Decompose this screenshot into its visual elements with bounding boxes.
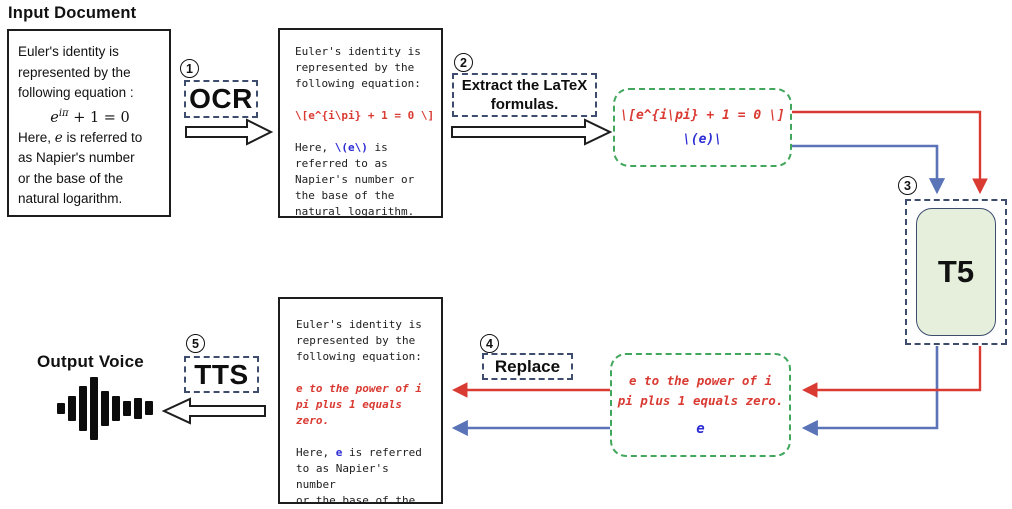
doc-line: following equation: xyxy=(295,77,421,90)
euler-equation: eiπ + 1 = 0 xyxy=(50,107,130,126)
doc-line: as Napier's number xyxy=(18,150,135,166)
step-number-1: 1 xyxy=(180,59,199,78)
doc-line: Euler's identity is xyxy=(296,318,422,331)
doc-line: Euler's identity is xyxy=(295,45,421,58)
ocr-step-box: OCR xyxy=(184,80,258,118)
verbalized-inline-e: e xyxy=(696,421,705,437)
doc-line: represented by the xyxy=(18,64,131,80)
replace-step-box: Replace xyxy=(482,353,573,380)
red-line-from-t5 xyxy=(801,346,982,398)
step-number-5: 5 xyxy=(186,334,205,353)
doc-line: or the base of the xyxy=(18,170,124,186)
step-number-3: 3 xyxy=(898,176,917,195)
blue-line-from-t5 xyxy=(801,346,939,437)
inline-e: e xyxy=(335,446,343,459)
extract-step-box: Extract the LaTeX formulas. xyxy=(452,73,597,117)
doc-line: natural logarithm. xyxy=(18,191,123,207)
doc-line: the base of the xyxy=(295,189,395,202)
verbalized-formula-line: e to the power of i xyxy=(296,382,422,395)
doc-line: to as Napier's number xyxy=(296,462,389,491)
doc-line: Here, e is referred xyxy=(296,446,422,459)
ocr-flow-arrow-icon xyxy=(185,118,274,146)
doc-line: represented by the xyxy=(296,334,416,347)
latex-inline-formula: \(e)\ xyxy=(682,132,723,147)
red-line-to-t5 xyxy=(791,110,988,195)
latex-display-formula: \[e^{i\pi} + 1 = 0 \] xyxy=(295,109,435,122)
verbalized-formula-line: pi plus 1 equals zero. xyxy=(617,393,784,408)
tts-flow-arrow-icon xyxy=(161,397,266,425)
doc-line: represented by the xyxy=(295,61,415,74)
extracted-latex-box: \[e^{i\pi} + 1 = 0 \] \(e)\ xyxy=(613,88,792,167)
doc-line: Here, \(e\) is xyxy=(295,141,388,154)
doc-line: or the base of the xyxy=(296,494,416,507)
verbalized-formula-line: pi plus 1 equals zero. xyxy=(296,398,402,427)
input-document-box: Euler's identity is represented by the f… xyxy=(7,29,171,217)
waveform-icon xyxy=(57,375,153,441)
output-voice-title: Output Voice xyxy=(37,352,144,371)
doc-line: following equation: xyxy=(296,350,422,363)
doc-line: referred to as xyxy=(295,157,388,170)
tts-step-box: TTS xyxy=(184,356,259,393)
step-number-4: 4 xyxy=(480,334,499,353)
latex-inline-formula: \(e\) xyxy=(334,141,368,154)
t5-step-box: T5 xyxy=(905,199,1007,345)
latex-display-formula: \[e^{i\pi} + 1 = 0 \] xyxy=(620,108,785,123)
verbalized-formula-line: e to the power of i xyxy=(629,373,772,388)
verbalized-text-box: e to the power of i pi plus 1 equals zer… xyxy=(610,353,791,457)
doc-line: natural logarithm. xyxy=(295,205,415,218)
doc-line: Napier's number or xyxy=(295,173,415,186)
doc-line: Here, e is referred to xyxy=(18,129,143,146)
doc-line: following equation : xyxy=(18,85,134,100)
input-document-title: Input Document xyxy=(8,4,137,22)
t5-model-box: T5 xyxy=(916,208,996,336)
final-text-document-box: Euler's identity is represented by the f… xyxy=(278,297,443,507)
ocr-text-document-box: Euler's identity is represented by the f… xyxy=(278,28,443,218)
extract-flow-arrow-icon xyxy=(451,118,613,146)
doc-line: Euler's identity is xyxy=(18,44,119,59)
step-number-2: 2 xyxy=(454,53,473,72)
